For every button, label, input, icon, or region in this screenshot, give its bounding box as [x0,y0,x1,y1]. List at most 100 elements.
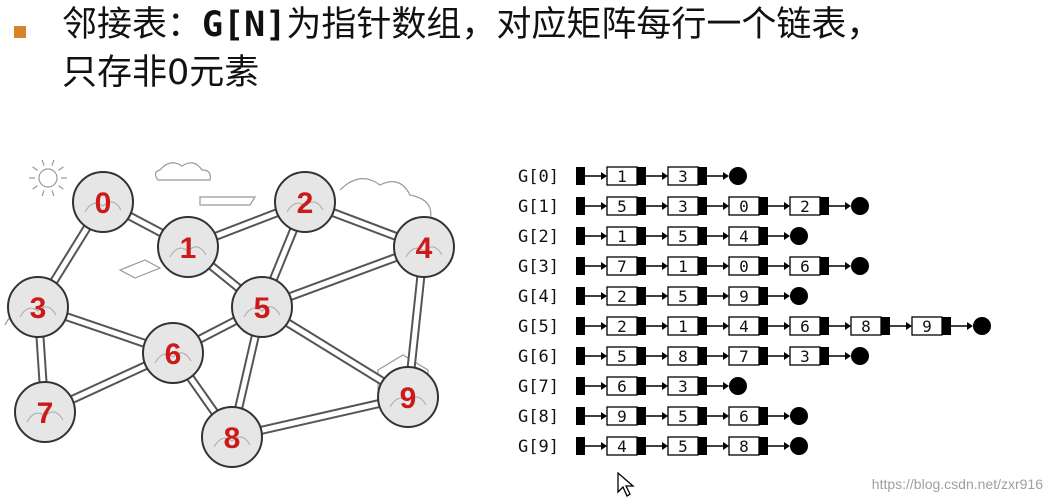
list-node: 8 [667,346,707,366]
heading-line-2: 只存非0元素 [62,53,260,93]
list-node: 4 [728,226,768,246]
list-node-value: 0 [739,257,749,276]
list-node-value: 3 [800,347,810,366]
list-node-value: 6 [800,317,810,336]
row-label: G[4] [518,287,559,307]
graph-node-label: 3 [30,292,47,325]
list-node: 1 [606,166,646,186]
list-node: 5 [606,346,646,366]
list-node-value: 5 [678,437,688,456]
list-node-value: 6 [800,257,810,276]
list-node: 3 [789,346,829,366]
list-node-value: 1 [678,257,688,276]
list-node: 2 [606,286,646,306]
list-node-value: 5 [678,287,688,306]
list-node: 5 [667,286,707,306]
heading-line-1: 邻接表：G[N]为指针数组，对应矩阵每行一个链表， [62,2,881,48]
null-terminator [851,347,869,365]
list-node-value: 3 [678,377,688,396]
bullet-square-icon [14,26,26,38]
list-node-value: 2 [617,287,627,306]
null-terminator [790,407,808,425]
list-node-value: 8 [861,317,871,336]
list-node-value: 6 [739,407,749,426]
adjacency-row: G[9] 4 5 8 [518,436,808,457]
list-node: 1 [667,256,707,276]
graph-node-label: 6 [165,338,182,371]
null-terminator [790,287,808,305]
list-node-value: 5 [617,347,627,366]
list-node: 5 [667,436,707,456]
list-node-value: 3 [678,197,688,216]
null-terminator [790,437,808,455]
adjacency-row: G[3] 7 1 0 6 [518,256,869,277]
graph-node-label: 8 [224,422,241,455]
heading-text-a: 邻接表： [62,5,203,45]
adjacency-row: G[7] 6 3 [518,376,747,397]
row-label: G[7] [518,377,559,397]
list-node: 1 [606,226,646,246]
graph-node: 0 [72,171,134,233]
list-node-value: 9 [922,317,932,336]
graph-node: 7 [14,381,76,443]
list-node-value: 3 [678,167,688,186]
list-node: 1 [667,316,707,336]
graph-edges [33,197,429,442]
list-node: 0 [728,256,768,276]
list-node: 3 [667,196,707,216]
list-node: 2 [606,316,646,336]
row-label: G[2] [518,227,559,247]
heading-text-b: 为指针数组，对应矩阵每行一个链表， [286,5,882,45]
list-node: 4 [728,316,768,336]
list-node-value: 9 [739,287,749,306]
list-node: 6 [606,376,646,396]
graph-node-label: 4 [416,232,433,265]
row-label: G[1] [518,197,559,217]
adjacency-row: G[4] 2 5 9 [518,286,808,307]
list-node: 0 [728,196,768,216]
list-node: 6 [789,256,829,276]
row-label: G[9] [518,437,559,457]
graph-node: 8 [201,406,263,468]
graph-node-label: 5 [254,292,271,325]
list-node-value: 8 [739,437,749,456]
null-terminator [973,317,991,335]
list-node-value: 1 [617,167,627,186]
list-node: 3 [667,376,707,396]
list-node: 2 [789,196,829,216]
graph-node-label: 7 [37,397,54,430]
null-terminator [790,227,808,245]
sketch-decorations [4,159,432,396]
list-node: 9 [606,406,646,426]
list-node-value: 9 [617,407,627,426]
adjacency-row: G[2] 1 5 4 [518,226,808,247]
row-label: G[6] [518,347,559,367]
list-node: 8 [728,436,768,456]
row-label: G[5] [518,317,559,337]
list-node: 9 [728,286,768,306]
list-node-value: 1 [678,317,688,336]
list-node: 7 [728,346,768,366]
row-label: G[3] [518,257,559,277]
graph-node-label: 2 [297,187,314,220]
graph-node: 4 [393,216,455,278]
adjacency-row: G[6] 5 8 7 3 [518,346,869,367]
list-node: 3 [667,166,707,186]
list-node: 7 [606,256,646,276]
graph-node: 9 [377,366,439,428]
list-node-value: 5 [617,197,627,216]
null-terminator [851,197,869,215]
list-node: 5 [667,226,707,246]
null-terminator [729,377,747,395]
graph-node: 5 [231,276,293,338]
watermark: https://blog.csdn.net/zxr916 [871,476,1043,492]
row-label: G[0] [518,167,559,187]
graph-node-label: 0 [95,187,112,220]
adjacency-row: G[5] 2 1 4 6 8 9 [518,316,991,337]
list-node-value: 5 [678,407,688,426]
list-node: 6 [728,406,768,426]
list-node-value: 4 [617,437,627,456]
